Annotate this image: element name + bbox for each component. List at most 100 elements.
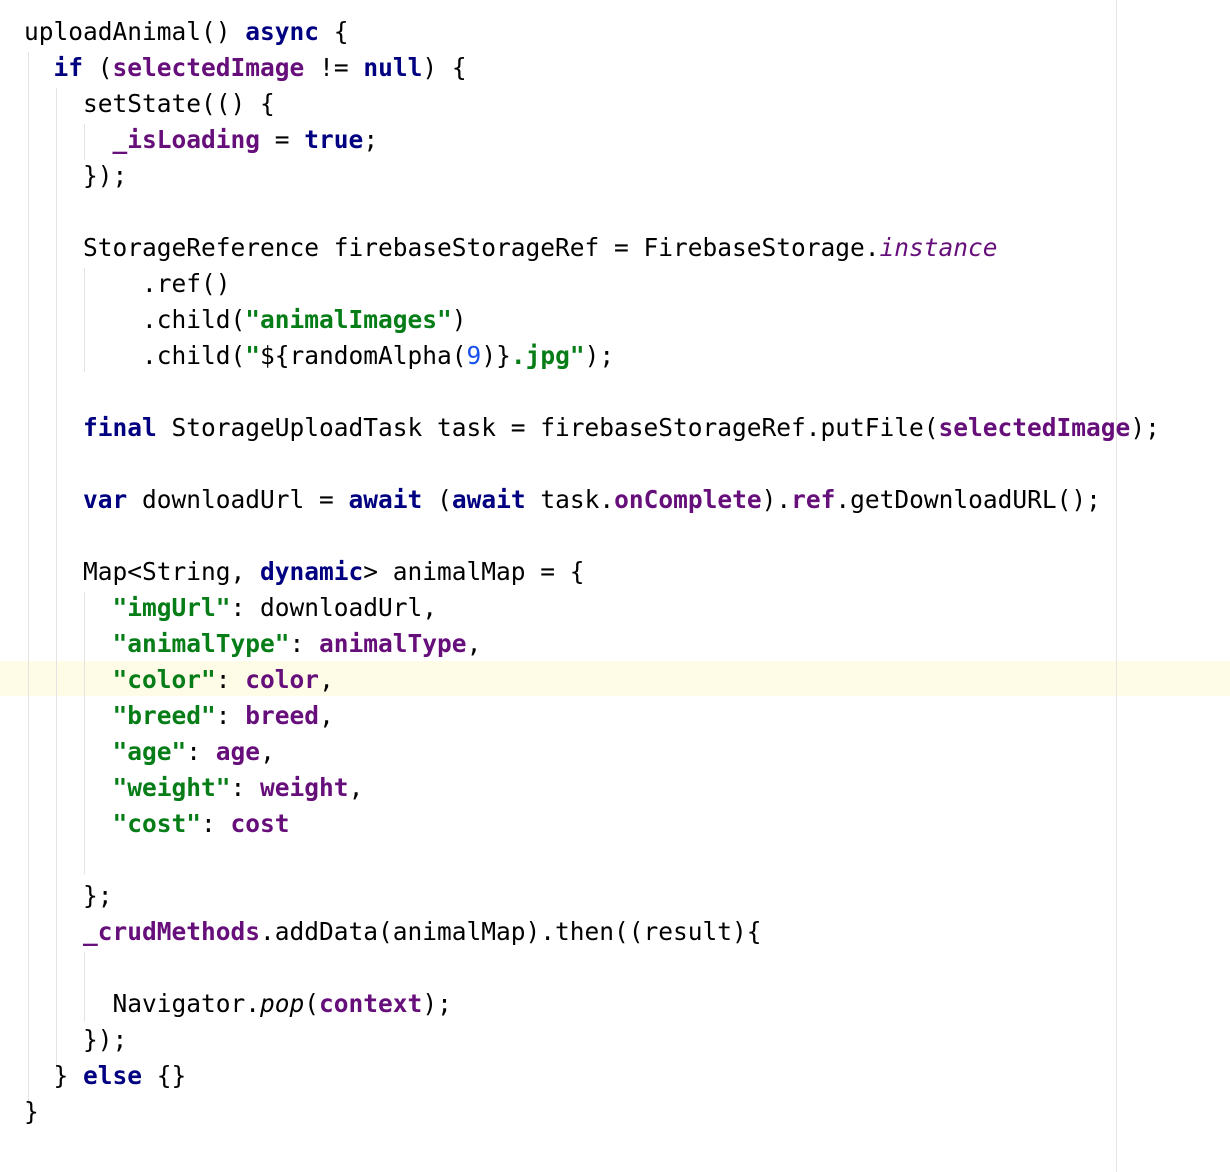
code-line[interactable]: } xyxy=(24,1094,1160,1130)
code-line[interactable]: "breed": breed, xyxy=(24,698,1160,734)
code-token: {} xyxy=(142,1061,187,1090)
code-token: , xyxy=(348,773,364,802)
code-token xyxy=(24,809,113,838)
code-token: .child( xyxy=(24,341,246,370)
code-token: final xyxy=(83,413,157,442)
code-line[interactable]: uploadAnimal() async { xyxy=(24,14,1160,50)
code-token: ( xyxy=(422,485,452,514)
code-token: : xyxy=(230,773,261,802)
code-line[interactable]: "color": color, xyxy=(24,662,1160,698)
code-line[interactable]: "animalType": animalType, xyxy=(24,626,1160,662)
code-line[interactable]: var downloadUrl = await (await task.onCo… xyxy=(24,482,1160,518)
code-line[interactable]: "weight": weight, xyxy=(24,770,1160,806)
code-token: await xyxy=(451,485,526,514)
code-token xyxy=(24,53,54,82)
code-line[interactable]: _crudMethods.addData(animalMap).then((re… xyxy=(24,914,1160,950)
code-token xyxy=(24,413,83,442)
code-token xyxy=(24,773,113,802)
code-token: } xyxy=(24,1097,39,1126)
code-token: , xyxy=(466,629,482,658)
code-token: setState(() { xyxy=(24,89,275,118)
code-line[interactable] xyxy=(24,374,1160,410)
code-token: context xyxy=(319,989,423,1018)
code-token: var xyxy=(83,485,128,514)
code-line[interactable]: .child("animalImages") xyxy=(24,302,1160,338)
code-token: StorageReference firebaseStorageRef = Fi… xyxy=(24,233,880,262)
code-token: "animalImages" xyxy=(245,305,452,334)
code-token xyxy=(24,593,113,622)
code-token: "color" xyxy=(112,665,216,694)
code-token: age xyxy=(215,737,261,766)
code-token xyxy=(24,665,113,694)
code-token xyxy=(24,737,113,766)
code-content[interactable]: uploadAnimal() async { if (selectedImage… xyxy=(24,14,1160,1130)
indent-guide xyxy=(84,268,85,372)
code-line[interactable]: }); xyxy=(24,1022,1160,1058)
code-token: ) xyxy=(451,305,467,334)
code-line[interactable]: "cost": cost xyxy=(24,806,1160,842)
code-token: } xyxy=(24,1061,84,1090)
code-token: ${randomAlpha( xyxy=(260,341,467,370)
code-line[interactable]: setState(() { xyxy=(24,86,1160,122)
code-line[interactable] xyxy=(24,950,1160,986)
code-token: : xyxy=(201,809,231,838)
code-line[interactable]: .ref() xyxy=(24,266,1160,302)
code-token xyxy=(24,485,83,514)
code-token: , xyxy=(319,665,334,694)
code-token: ); xyxy=(584,341,615,370)
code-line[interactable] xyxy=(24,194,1160,230)
code-token: selectedImage xyxy=(938,413,1131,442)
code-token: : xyxy=(289,629,320,658)
code-token: onComplete xyxy=(614,485,762,514)
code-token: _isLoading xyxy=(112,125,261,154)
code-token: animalType xyxy=(319,629,467,658)
code-line[interactable]: final StorageUploadTask task = firebaseS… xyxy=(24,410,1160,446)
code-token xyxy=(24,917,83,946)
code-line[interactable]: "imgUrl": downloadUrl, xyxy=(24,590,1160,626)
code-token xyxy=(24,701,113,730)
code-line[interactable]: _isLoading = true; xyxy=(24,122,1160,158)
code-token: StorageUploadTask task = firebaseStorage… xyxy=(156,413,939,442)
code-line[interactable] xyxy=(24,842,1160,878)
code-token: "age" xyxy=(112,737,187,766)
code-token: : xyxy=(215,701,246,730)
code-token: ) { xyxy=(422,53,467,82)
code-token: , xyxy=(319,701,334,730)
code-line[interactable]: .child("${randomAlpha(9)}.jpg"); xyxy=(24,338,1160,374)
code-token: pop xyxy=(260,989,305,1018)
code-token: ( xyxy=(304,989,320,1018)
code-line[interactable]: }); xyxy=(24,158,1160,194)
indent-guide xyxy=(84,592,85,874)
code-token: selectedImage xyxy=(112,53,305,82)
code-token: ; xyxy=(363,125,379,154)
code-token: > animalMap = { xyxy=(363,557,585,586)
code-token: )} xyxy=(481,341,511,370)
code-line[interactable] xyxy=(24,518,1160,554)
code-token: null xyxy=(363,53,423,82)
code-line[interactable]: Map<String, dynamic> animalMap = { xyxy=(24,554,1160,590)
code-line[interactable]: Navigator.pop(context); xyxy=(24,986,1160,1022)
code-token: breed xyxy=(245,701,320,730)
code-token: downloadUrl = xyxy=(127,485,349,514)
code-token: await xyxy=(348,485,423,514)
code-token: Map<String, xyxy=(24,557,261,586)
code-line[interactable]: }; xyxy=(24,878,1160,914)
code-token: "breed" xyxy=(112,701,216,730)
code-token: : downloadUrl, xyxy=(230,593,438,622)
code-line[interactable]: if (selectedImage != null) { xyxy=(24,50,1160,86)
right-margin-guide xyxy=(1116,0,1117,1172)
code-token: ref xyxy=(791,485,836,514)
code-token: { xyxy=(319,17,349,46)
code-token: instance xyxy=(879,233,998,262)
code-line[interactable]: "age": age, xyxy=(24,734,1160,770)
code-token: , xyxy=(260,737,275,766)
code-token: .child( xyxy=(24,305,246,334)
code-token: != xyxy=(304,53,364,82)
indent-guide xyxy=(56,88,57,1070)
code-token: cost xyxy=(230,809,290,838)
code-line[interactable]: } else {} xyxy=(24,1058,1160,1094)
code-line[interactable] xyxy=(24,446,1160,482)
code-line[interactable]: StorageReference firebaseStorageRef = Fi… xyxy=(24,230,1160,266)
code-token: " xyxy=(245,341,261,370)
